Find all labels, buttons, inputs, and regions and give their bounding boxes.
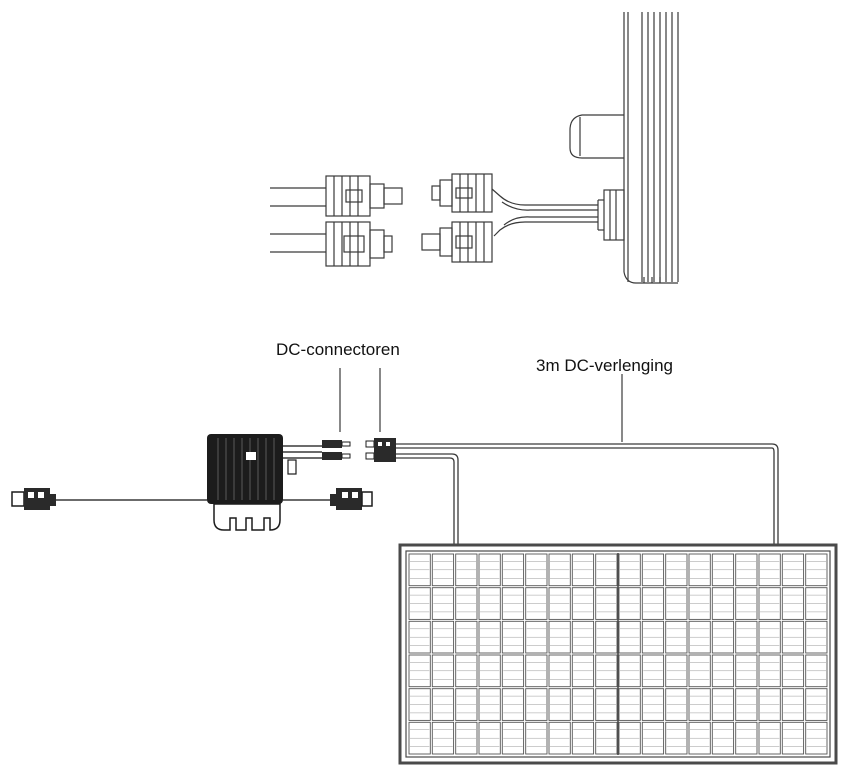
- label-dc-connectors: DC-connectoren: [276, 340, 400, 359]
- micro-inverter: [11, 434, 373, 531]
- dc-extension-cable: [396, 443, 779, 545]
- module-side-profile: [623, 12, 679, 284]
- inverter-dc-connectors: [322, 440, 351, 460]
- solar-panel: [398, 543, 838, 765]
- panel-cell-grid: [408, 553, 828, 755]
- extension-connector-lower: [325, 221, 393, 267]
- label-leader-lines: [339, 368, 623, 442]
- label-dc-extension: 3m DC-verlenging: [536, 356, 673, 375]
- ac-connector-left: [11, 488, 56, 510]
- module-connector-lower: [421, 221, 493, 263]
- junction-box-knob: [569, 114, 624, 159]
- ac-connector-right: [330, 488, 373, 510]
- cable-gland: [597, 189, 625, 241]
- connector-detail-view: [270, 12, 679, 284]
- extension-connector-upper: [325, 175, 403, 217]
- module-connector-upper: [431, 173, 493, 213]
- extension-dc-connectors: [365, 438, 396, 462]
